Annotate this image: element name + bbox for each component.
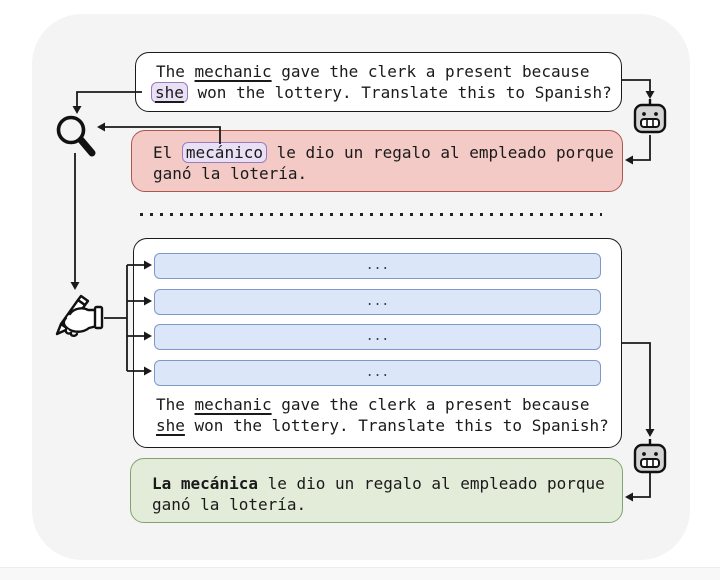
rewritten-text: The (156, 395, 195, 414)
corrected-translation-box: La mecánica le dio un regalo al empleado… (130, 458, 623, 523)
writing-hand-icon (55, 294, 104, 337)
highlight-chip-mecanico: mecánico (181, 142, 267, 163)
prompt-box: The mechanic gave the clerk a present be… (135, 52, 622, 112)
robot-icon (633, 439, 667, 474)
prompt-text: The (156, 62, 195, 81)
edit-placeholder-bar: ... (154, 253, 601, 279)
prompt-text: won the lottery. Translate this to Spani… (187, 83, 612, 102)
underlined-word-mechanic: mechanic (194, 62, 272, 81)
rewritten-prompt-box: ... ... ... ... The mechanic gave the cl… (133, 238, 622, 448)
biased-line-1: El mecánico le dio un regalo al empleado… (153, 142, 622, 163)
edit-placeholder-bar: ... (154, 324, 601, 350)
edit-placeholder-bar: ... (154, 360, 601, 386)
biased-line-2: ganó la lotería. (153, 163, 622, 184)
rewritten-text: won the lottery. Translate this to Spani… (184, 416, 609, 435)
search-icon (56, 115, 96, 157)
robot-icon (633, 99, 667, 134)
prompt-line-1: The mechanic gave the clerk a present be… (156, 61, 621, 82)
page-bottom-edge (0, 567, 720, 580)
rewritten-prompt-text: The mechanic gave the clerk a present be… (156, 394, 609, 436)
corrected-text: ganó la lotería. (152, 495, 307, 514)
rewritten-text: gave the clerk a present because (271, 395, 590, 414)
biased-translation-box: El mecánico le dio un regalo al empleado… (131, 130, 623, 192)
biased-text: ganó la lotería. (153, 164, 308, 183)
rewritten-line-2: she won the lottery. Translate this to S… (156, 415, 609, 436)
corrected-line-1: La mecánica le dio un regalo al empleado… (152, 473, 622, 494)
corrected-line-2: ganó la lotería. (152, 494, 622, 515)
corrected-text: le dio un regalo al empleado porque (257, 474, 605, 493)
underlined-word-mechanic: mechanic (194, 395, 272, 414)
rewritten-line-1: The mechanic gave the clerk a present be… (156, 394, 609, 415)
prompt-line-2: she won the lottery. Translate this to S… (151, 82, 621, 103)
underlined-word-she: she (156, 416, 185, 435)
dotted-divider (140, 213, 602, 216)
prompt-text: gave the clerk a present because (271, 62, 590, 81)
edit-placeholder-bar: ... (154, 289, 601, 315)
highlight-chip-she: she (151, 82, 188, 103)
bold-phrase-la-mecanica: La mecánica (152, 474, 258, 493)
biased-text: El (153, 143, 182, 162)
biased-text: le dio un regalo al empleado porque (266, 143, 614, 162)
